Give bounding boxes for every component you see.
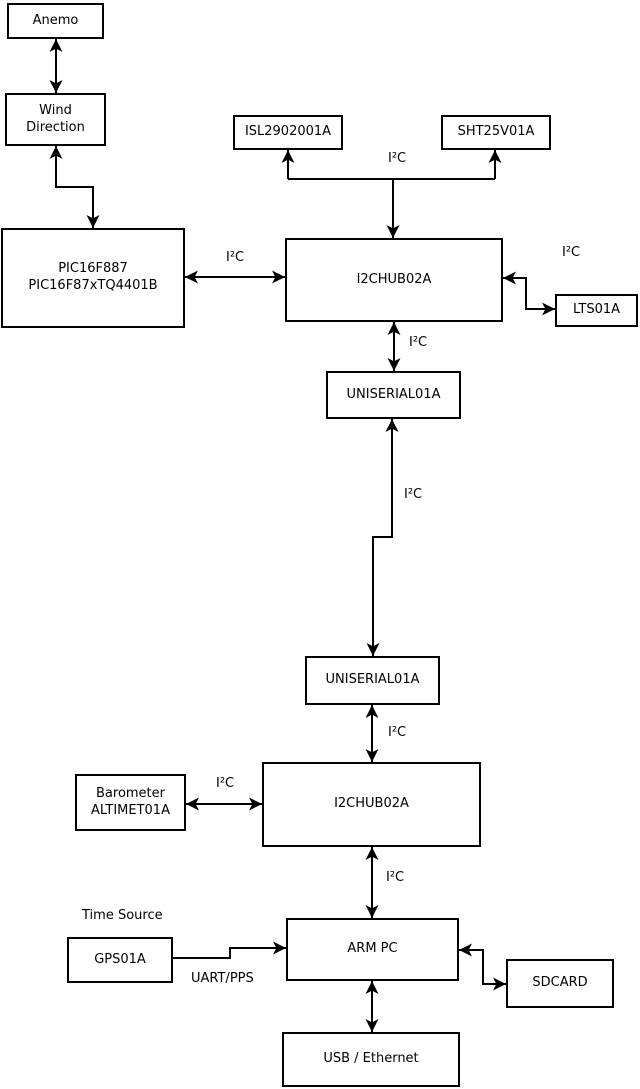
edge-hub1-lts <box>503 271 555 316</box>
label-uart-pps: UART/PPS <box>191 971 254 987</box>
node-sdcard: SDCARD <box>506 959 614 1008</box>
node-barometer-altimet01a: Barometer ALTIMET01A <box>75 774 186 831</box>
edge-uniserial1-uniserial2 <box>366 419 399 656</box>
node-usb-ethernet: USB / Ethernet <box>282 1032 460 1087</box>
label-i2c-hub-lts: I²C <box>562 245 581 261</box>
edge-gps-armpc <box>173 941 286 959</box>
node-pic16f887: PIC16F887 PIC16F87xTQ4401B <box>1 228 185 328</box>
label-i2c-pic-hub: I²C <box>226 250 245 266</box>
label-i2c-top-branch: I²C <box>388 151 407 167</box>
node-i2chub02a-top: I2CHUB02A <box>285 238 503 322</box>
node-gps01a: GPS01A <box>67 937 173 983</box>
label-i2c-hub2-armpc: I²C <box>386 870 405 886</box>
label-i2c-uniserial-hub2: I²C <box>388 725 407 741</box>
node-uniserial01a-bottom: UNISERIAL01A <box>305 656 440 705</box>
label-i2c-hub-uniserial: I²C <box>409 335 428 351</box>
node-i2chub02a-bottom: I2CHUB02A <box>262 762 481 847</box>
node-sht25v01a: SHT25V01A <box>441 115 551 150</box>
node-anemo: Anemo <box>7 3 104 39</box>
label-i2c-uniserial-link: I²C <box>404 487 423 503</box>
label-i2c-barometer-hub2: I²C <box>216 776 235 792</box>
node-lts01a: LTS01A <box>555 294 638 327</box>
node-uniserial01a-top: UNISERIAL01A <box>326 371 461 419</box>
edge-armpc-sdcard <box>459 943 506 991</box>
node-arm-pc: ARM PC <box>286 918 459 981</box>
node-isl2902001a: ISL2902001A <box>233 115 343 150</box>
edge-wind-pic <box>49 146 100 228</box>
node-wind-direction: Wind Direction <box>5 93 106 146</box>
label-time-source: Time Source <box>82 908 163 924</box>
